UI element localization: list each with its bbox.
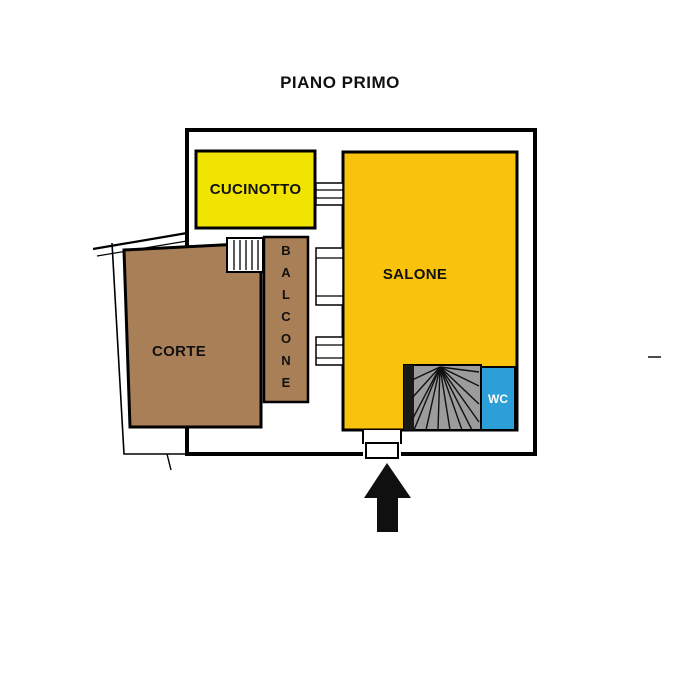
room-wc — [480, 366, 516, 431]
room-corte — [122, 241, 263, 429]
wall-tick-bottom-left — [166, 453, 172, 471]
staircase-hatch — [411, 366, 480, 431]
room-balcone — [262, 235, 310, 404]
boundary-line-diagonal-outer — [92, 230, 194, 251]
window-middle — [315, 247, 344, 306]
window-upper — [315, 182, 344, 206]
entrance-arrow-icon — [364, 463, 411, 532]
mini-stairs — [226, 237, 264, 273]
window-lower — [315, 336, 344, 366]
staircase — [403, 364, 482, 431]
boundary-line-left — [111, 242, 188, 455]
room-cucinotto — [194, 149, 317, 230]
plan-title: PIANO PRIMO — [280, 73, 400, 92]
entrance-door — [362, 430, 402, 459]
